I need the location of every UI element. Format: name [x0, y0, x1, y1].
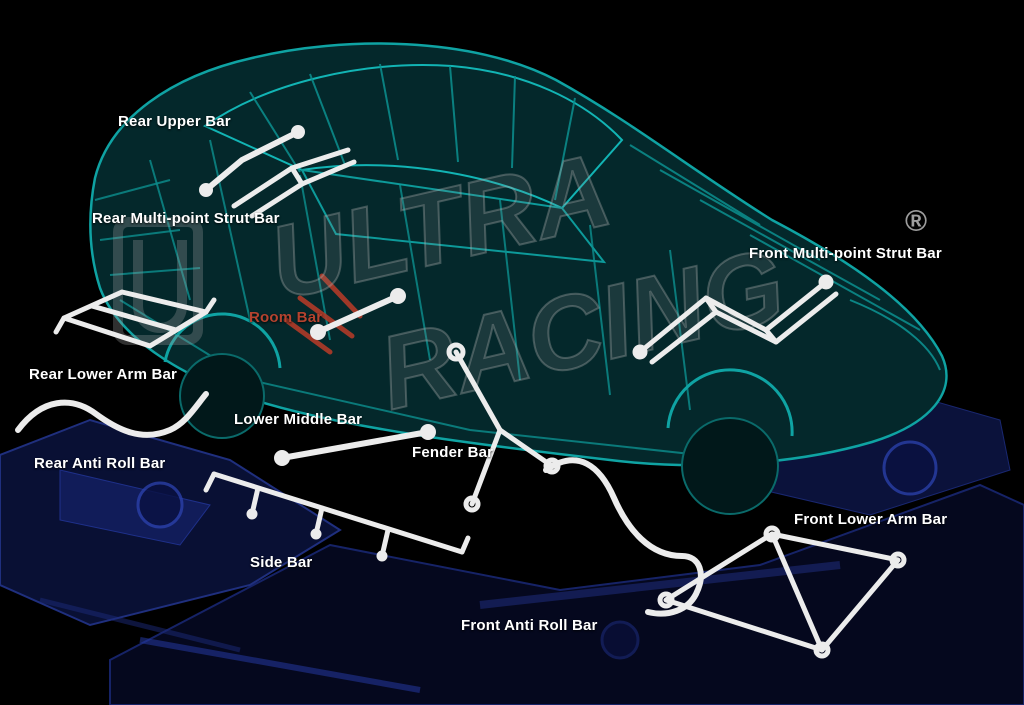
room-bar-part [310, 288, 406, 340]
fender-bar-part [446, 342, 561, 513]
lower-middle-bar-part [274, 424, 436, 466]
label-front-lower-arm-bar: Front Lower Arm Bar [794, 511, 948, 528]
rear-multi-point-strut-bar-part [231, 147, 357, 219]
product-bars [15, 125, 907, 659]
front-lower-arm-bar-part [657, 525, 907, 659]
side-bar-part [203, 471, 471, 562]
label-room-bar: Room Bar [249, 309, 323, 326]
label-lower-middle-bar: Lower Middle Bar [234, 411, 363, 428]
label-front-anti-roll-bar: Front Anti Roll Bar [461, 617, 598, 634]
red-cabin-members [283, 273, 363, 355]
label-rear-anti-roll-bar: Rear Anti Roll Bar [34, 455, 166, 472]
label-fender-bar: Fender Bar [412, 444, 494, 461]
label-side-bar: Side Bar [250, 554, 313, 571]
car-body-wireframe [89, 42, 948, 515]
rear-anti-roll-bar-part [15, 391, 209, 438]
label-rear-upper-bar: Rear Upper Bar [118, 113, 231, 130]
front-anti-roll-bar-part [543, 457, 704, 617]
chassis-underframe [0, 379, 1024, 705]
rear-lower-arm-bar-part [53, 289, 217, 349]
registered-trademark-symbol: ® [905, 205, 928, 238]
front-multi-point-strut-bar-part [632, 274, 839, 365]
rear-upper-bar-part [199, 125, 305, 197]
label-front-multi-point-strut-bar: Front Multi-point Strut Bar [749, 245, 942, 262]
label-rear-lower-arm-bar: Rear Lower Arm Bar [29, 366, 178, 383]
label-rear-multi-point-strut-bar: Rear Multi-point Strut Bar [92, 210, 280, 227]
